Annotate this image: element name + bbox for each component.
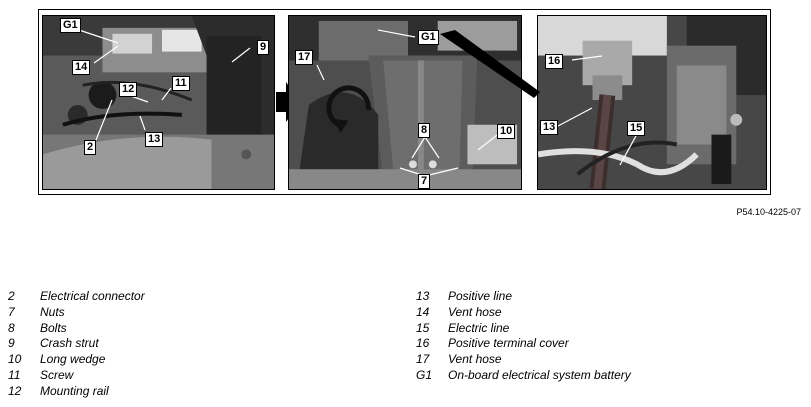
legend-item: 15 Electric line (416, 321, 631, 337)
callout-9: 9 (257, 40, 270, 55)
legend-item: 9 Crash strut (8, 336, 145, 352)
legend-left: 2 Electrical connector 7 Nuts 8 Bolts 9 Cras… (8, 289, 145, 400)
callout-g1-middle: G1 (418, 30, 439, 45)
legend-label: Crash strut (40, 336, 99, 351)
callout-7: 7 (418, 174, 431, 189)
legend-number: 9 (8, 336, 15, 351)
legend-number: 10 (8, 352, 22, 367)
legend-item: 2 Electrical connector (8, 289, 145, 305)
legend-item: G1 On-board electrical system battery (416, 368, 631, 384)
figure-reference: P54.10-4225-07 (736, 207, 801, 217)
legend-label: Bolts (40, 320, 67, 335)
legend-number: 7 (8, 304, 15, 319)
callout-16: 16 (545, 54, 564, 69)
legend-item: 11 Screw (8, 368, 145, 384)
legend-number: 12 (8, 383, 22, 398)
callout-11: 11 (172, 76, 190, 91)
callout-17: 17 (295, 50, 314, 65)
callout-13-right: 13 (540, 120, 559, 135)
callout-13-left: 13 (145, 132, 164, 147)
legend-number: 2 (8, 289, 15, 303)
legend-number: 17 (416, 352, 430, 367)
callout-14: 14 (72, 60, 91, 75)
legend-number: 14 (416, 304, 430, 319)
legend-item: 17 Vent hose (416, 352, 631, 368)
legend-item: 7 Nuts (8, 305, 145, 321)
legend-item: 14 Vent hose (416, 305, 631, 321)
legend-item: 8 Bolts (8, 321, 145, 337)
legend-label: Vent hose (448, 304, 502, 319)
legend-number: 8 (8, 320, 15, 335)
callout-2: 2 (84, 140, 97, 155)
callout-15: 15 (627, 121, 646, 136)
legend-label: Nuts (40, 304, 65, 319)
legend-item: 12 Mounting rail (8, 384, 145, 400)
callout-10: 10 (497, 124, 516, 139)
legend-label: Electrical connector (40, 289, 145, 303)
photo-positive-terminal (537, 15, 767, 190)
callout-8: 8 (418, 123, 431, 138)
legend-number: 15 (416, 320, 430, 335)
legend-label: Positive terminal cover (448, 336, 569, 351)
legend-item: 16 Positive terminal cover (416, 336, 631, 352)
legend-label: Screw (40, 367, 74, 382)
callout-g1-left: G1 (60, 18, 81, 33)
legend-label: Long wedge (40, 352, 106, 367)
legend-item: 13 Positive line (416, 289, 631, 305)
legend-number: 11 (8, 367, 21, 382)
legend-label: Vent hose (448, 352, 502, 367)
photo-battery-overview (42, 15, 275, 190)
photo-crash-strut-removed (288, 15, 522, 190)
legend-number: G1 (416, 367, 433, 382)
callout-12: 12 (119, 82, 138, 97)
legend-label: On-board electrical system battery (448, 367, 631, 382)
legend-number: 16 (416, 336, 430, 351)
legend-label: Electric line (448, 320, 510, 335)
legend-number: 13 (416, 289, 430, 303)
legend-label: Mounting rail (40, 383, 109, 398)
legend-label: Positive line (448, 289, 513, 303)
legend-item: 10 Long wedge (8, 352, 145, 368)
